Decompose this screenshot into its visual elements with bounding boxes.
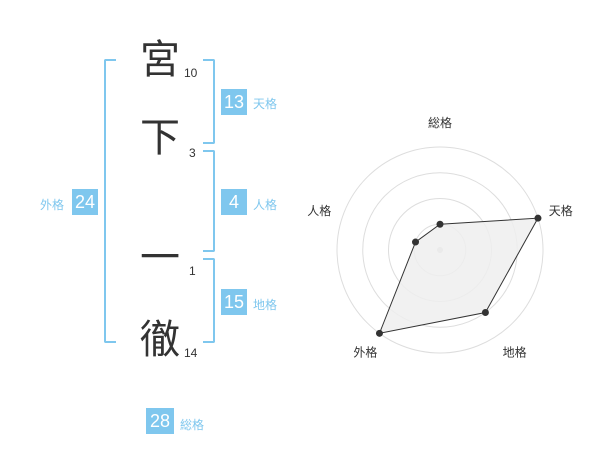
chikaku-label: 地格 — [253, 298, 278, 312]
chikaku-value-badge: 15 — [221, 289, 247, 315]
gaikaku-value-badge: 24 — [72, 189, 98, 215]
name-char-2: 下 — [140, 115, 180, 161]
radar-point-2 — [534, 214, 542, 222]
jinkaku-bracket — [203, 150, 215, 252]
gaikaku-label: 外格 — [40, 198, 65, 212]
tenkaku-bracket — [203, 59, 215, 144]
radar-axis-label-3: 地格 — [503, 345, 527, 360]
stroke-count-2: 3 — [189, 146, 196, 160]
soukaku-value-badge: 28 — [146, 408, 174, 434]
radar-axis-label-2: 天格 — [549, 203, 573, 218]
radar-point-1 — [436, 220, 444, 228]
name-char-4: 徹 — [140, 317, 180, 363]
jinkaku-value-badge: 4 — [221, 189, 247, 215]
chikaku-bracket — [203, 258, 215, 343]
gaikaku-bracket — [104, 59, 116, 343]
tenkaku-value-badge: 13 — [221, 89, 247, 115]
soukaku-label: 総格 — [180, 418, 205, 432]
radar-point-3 — [481, 308, 489, 316]
radar-grid-ring-4 — [336, 146, 544, 354]
stroke-count-1: 10 — [184, 66, 198, 80]
radar-axis-label-5: 人格 — [307, 203, 331, 218]
radar-axis-label-4: 外格 — [353, 345, 377, 360]
name-char-1: 宮 — [140, 37, 180, 83]
name-char-3: 一 — [140, 235, 180, 281]
tenkaku-label: 天格 — [253, 97, 278, 111]
radar-point-4 — [375, 329, 383, 337]
radar-point-5 — [412, 238, 420, 246]
radar-axis-label-1: 総格 — [428, 115, 452, 130]
jinkaku-label: 人格 — [253, 198, 278, 212]
stroke-count-4: 14 — [184, 346, 198, 360]
stroke-count-3: 1 — [189, 264, 196, 278]
radar-area — [378, 217, 539, 334]
